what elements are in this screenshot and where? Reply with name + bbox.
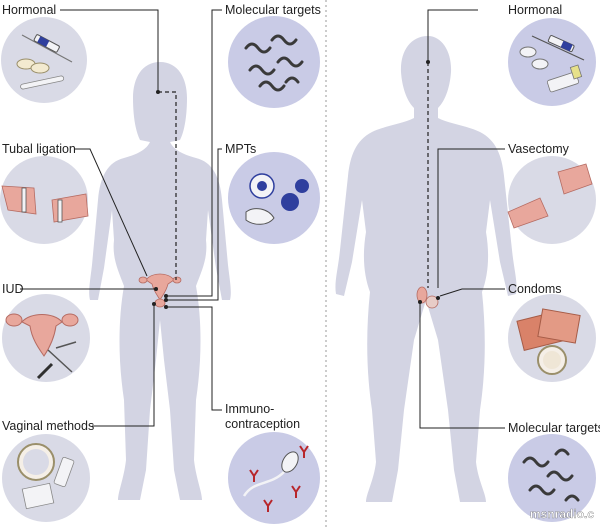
label-vaginal-methods: Vaginal methods [2, 419, 94, 433]
female-silhouette [89, 62, 231, 500]
implant-rod-icon [20, 75, 65, 90]
watermark: msnradio.c [530, 507, 594, 521]
molecular-targets-female-circle [228, 16, 320, 108]
iud-circle [2, 294, 90, 382]
parasite-icon [245, 208, 275, 225]
molecule-icon [528, 484, 556, 496]
hormonal-male-circle [508, 18, 596, 106]
ovary-right-icon [172, 276, 182, 284]
leader-hormonal-dash [158, 91, 177, 280]
label-hormonal-male: Hormonal [508, 3, 562, 17]
molecule-icon [564, 494, 580, 502]
leader-dot [418, 300, 422, 304]
leader-immuno [166, 306, 222, 411]
condoms-circle [508, 294, 596, 382]
molecule-icon [244, 42, 272, 54]
ovary-icon [61, 313, 79, 327]
label-immuno-line2: contraception [225, 417, 300, 431]
molecule-icon [554, 448, 570, 456]
tubal-ligation-circle [0, 156, 89, 244]
tube-segment-left-icon [1, 185, 37, 215]
clip-icon [57, 199, 63, 223]
male-body [335, 36, 517, 502]
immunocontraception-circle [228, 432, 320, 524]
leader-dot [154, 287, 158, 291]
molecule-icon [546, 470, 574, 482]
iud-device-icon [36, 341, 77, 380]
bacterium-icon [281, 193, 299, 211]
leader-dot [164, 305, 168, 309]
vagina-icon [154, 298, 166, 308]
uterus-icon [145, 273, 175, 301]
label-iud: IUD [2, 282, 24, 296]
sperm-tail-icon [242, 471, 285, 497]
film-icon [21, 482, 55, 510]
label-vasectomy: Vasectomy [508, 142, 570, 156]
molecule-icon [258, 80, 286, 92]
bacterium-icon [295, 179, 309, 193]
leader-dot [164, 294, 168, 298]
syringe-icon [21, 34, 73, 63]
clip-icon [21, 187, 27, 213]
leader-vaginal [92, 304, 155, 427]
hormonal-female-circle [1, 17, 87, 103]
sperm-head-icon [281, 451, 299, 473]
leader-dot [436, 296, 440, 300]
antibody-icon [249, 469, 259, 482]
antibody-icon [263, 499, 273, 512]
leader-condoms [439, 288, 505, 297]
antibody-icon [291, 485, 301, 498]
mpts-circle [228, 152, 320, 244]
antibody-icon [299, 445, 309, 458]
syringe-icon [531, 35, 585, 61]
leader-molecular-male [419, 302, 505, 429]
leader-hormonal-female [60, 9, 159, 92]
leader-hormonal-male [427, 9, 478, 62]
vasectomy-circle [507, 156, 596, 244]
male-silhouette [335, 36, 517, 502]
molecule-icon [248, 64, 276, 76]
female-leader-lines [20, 9, 222, 427]
vas-segment-left-icon [507, 197, 549, 229]
ovary-left-icon [138, 276, 148, 284]
pill-icon [16, 58, 50, 74]
label-condoms: Condoms [508, 282, 562, 296]
label-immuno-line1: Immuno- [225, 402, 274, 416]
male-labels: Hormonal Vasectomy Condoms Molecular tar… [508, 3, 600, 435]
molecule-icon [284, 76, 300, 84]
pill-icon [519, 46, 549, 70]
leader-dot [164, 298, 168, 302]
molecule-icon [276, 56, 304, 68]
leader-vasectomy [437, 148, 505, 288]
ovary-icon [5, 313, 23, 327]
vaginal-methods-circle [2, 434, 90, 522]
molecule-icon [522, 456, 550, 468]
gel-tube-icon [53, 456, 75, 488]
molecular-targets-male-circle [508, 434, 596, 522]
female-labels: Hormonal Tubal ligation IUD Vaginal meth… [2, 3, 321, 433]
condom-wrapper-icon [537, 308, 581, 344]
leader-mpts [166, 148, 222, 301]
molecule-icon [270, 34, 298, 46]
male-leader-lines [418, 9, 505, 429]
uterus-detail-icon [21, 314, 63, 357]
vas-segment-right-icon [557, 163, 593, 195]
leader-molecular-female [166, 9, 222, 297]
male-genital-left-icon [416, 286, 428, 304]
label-tubal-ligation: Tubal ligation [2, 142, 76, 156]
male-genital-right-icon [425, 295, 439, 309]
label-hormonal-female: Hormonal [2, 3, 56, 17]
leader-dot [156, 90, 160, 94]
label-molecular-targets-female: Molecular targets [225, 3, 321, 17]
label-mpts: MPTs [225, 142, 256, 156]
label-molecular-targets-male: Molecular targets [508, 421, 600, 435]
leader-tubal [74, 148, 148, 277]
leader-dot [152, 302, 156, 306]
